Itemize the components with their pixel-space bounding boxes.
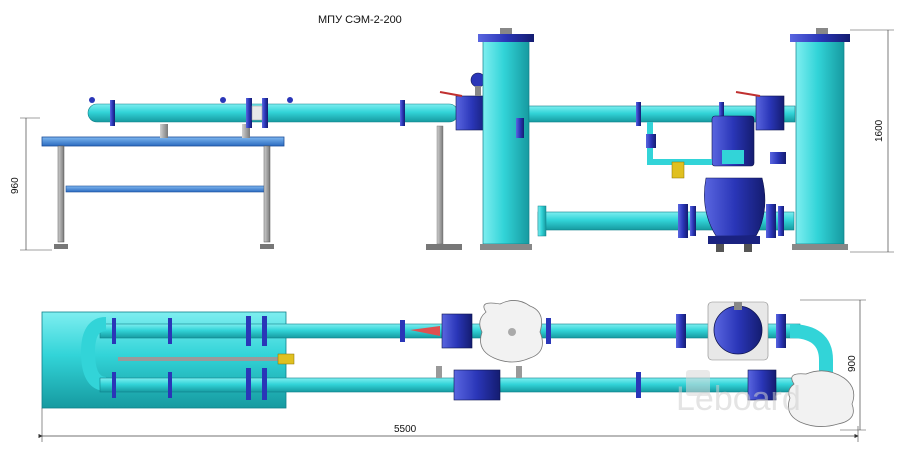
- watermark-logo: Leboard: [676, 370, 801, 418]
- schematic-title: МПУ СЭМ-2-200: [318, 14, 402, 26]
- dimension-5500: 5500: [38, 408, 859, 442]
- dimension-960: 960: [10, 117, 52, 251]
- bypass-line: [646, 122, 786, 179]
- upper-pipe-right: [528, 91, 796, 131]
- elevation-view: 960 1600: [10, 28, 894, 253]
- plan-view: 900 5500 Leboard: [38, 299, 866, 442]
- plan-pump-motor: [707, 301, 769, 361]
- filter-column-2: [790, 28, 850, 250]
- dimension-label-900: 900: [847, 355, 858, 372]
- pipe-support-post: [426, 125, 462, 250]
- dimension-label-5500: 5500: [394, 424, 417, 435]
- dimension-label-1600: 1600: [874, 119, 885, 142]
- plan-column-1: [479, 300, 543, 363]
- plan-lower-pipe: [99, 366, 821, 401]
- dimension-900: 900: [800, 299, 866, 431]
- filter-column-1: [478, 28, 534, 250]
- dimension-1600: 1600: [850, 29, 894, 253]
- plan-drain-rod: [118, 353, 295, 365]
- plan-upper-pipe: [80, 313, 801, 391]
- circulation-pump: [704, 115, 766, 252]
- watermark-text: Leboard: [676, 380, 801, 418]
- upper-pipe-left: [87, 97, 459, 128]
- dimension-label-960: 960: [10, 177, 21, 194]
- support-frame: [41, 124, 285, 249]
- plan-column-2-bend: [789, 324, 833, 392]
- plan-column-2: [787, 370, 855, 427]
